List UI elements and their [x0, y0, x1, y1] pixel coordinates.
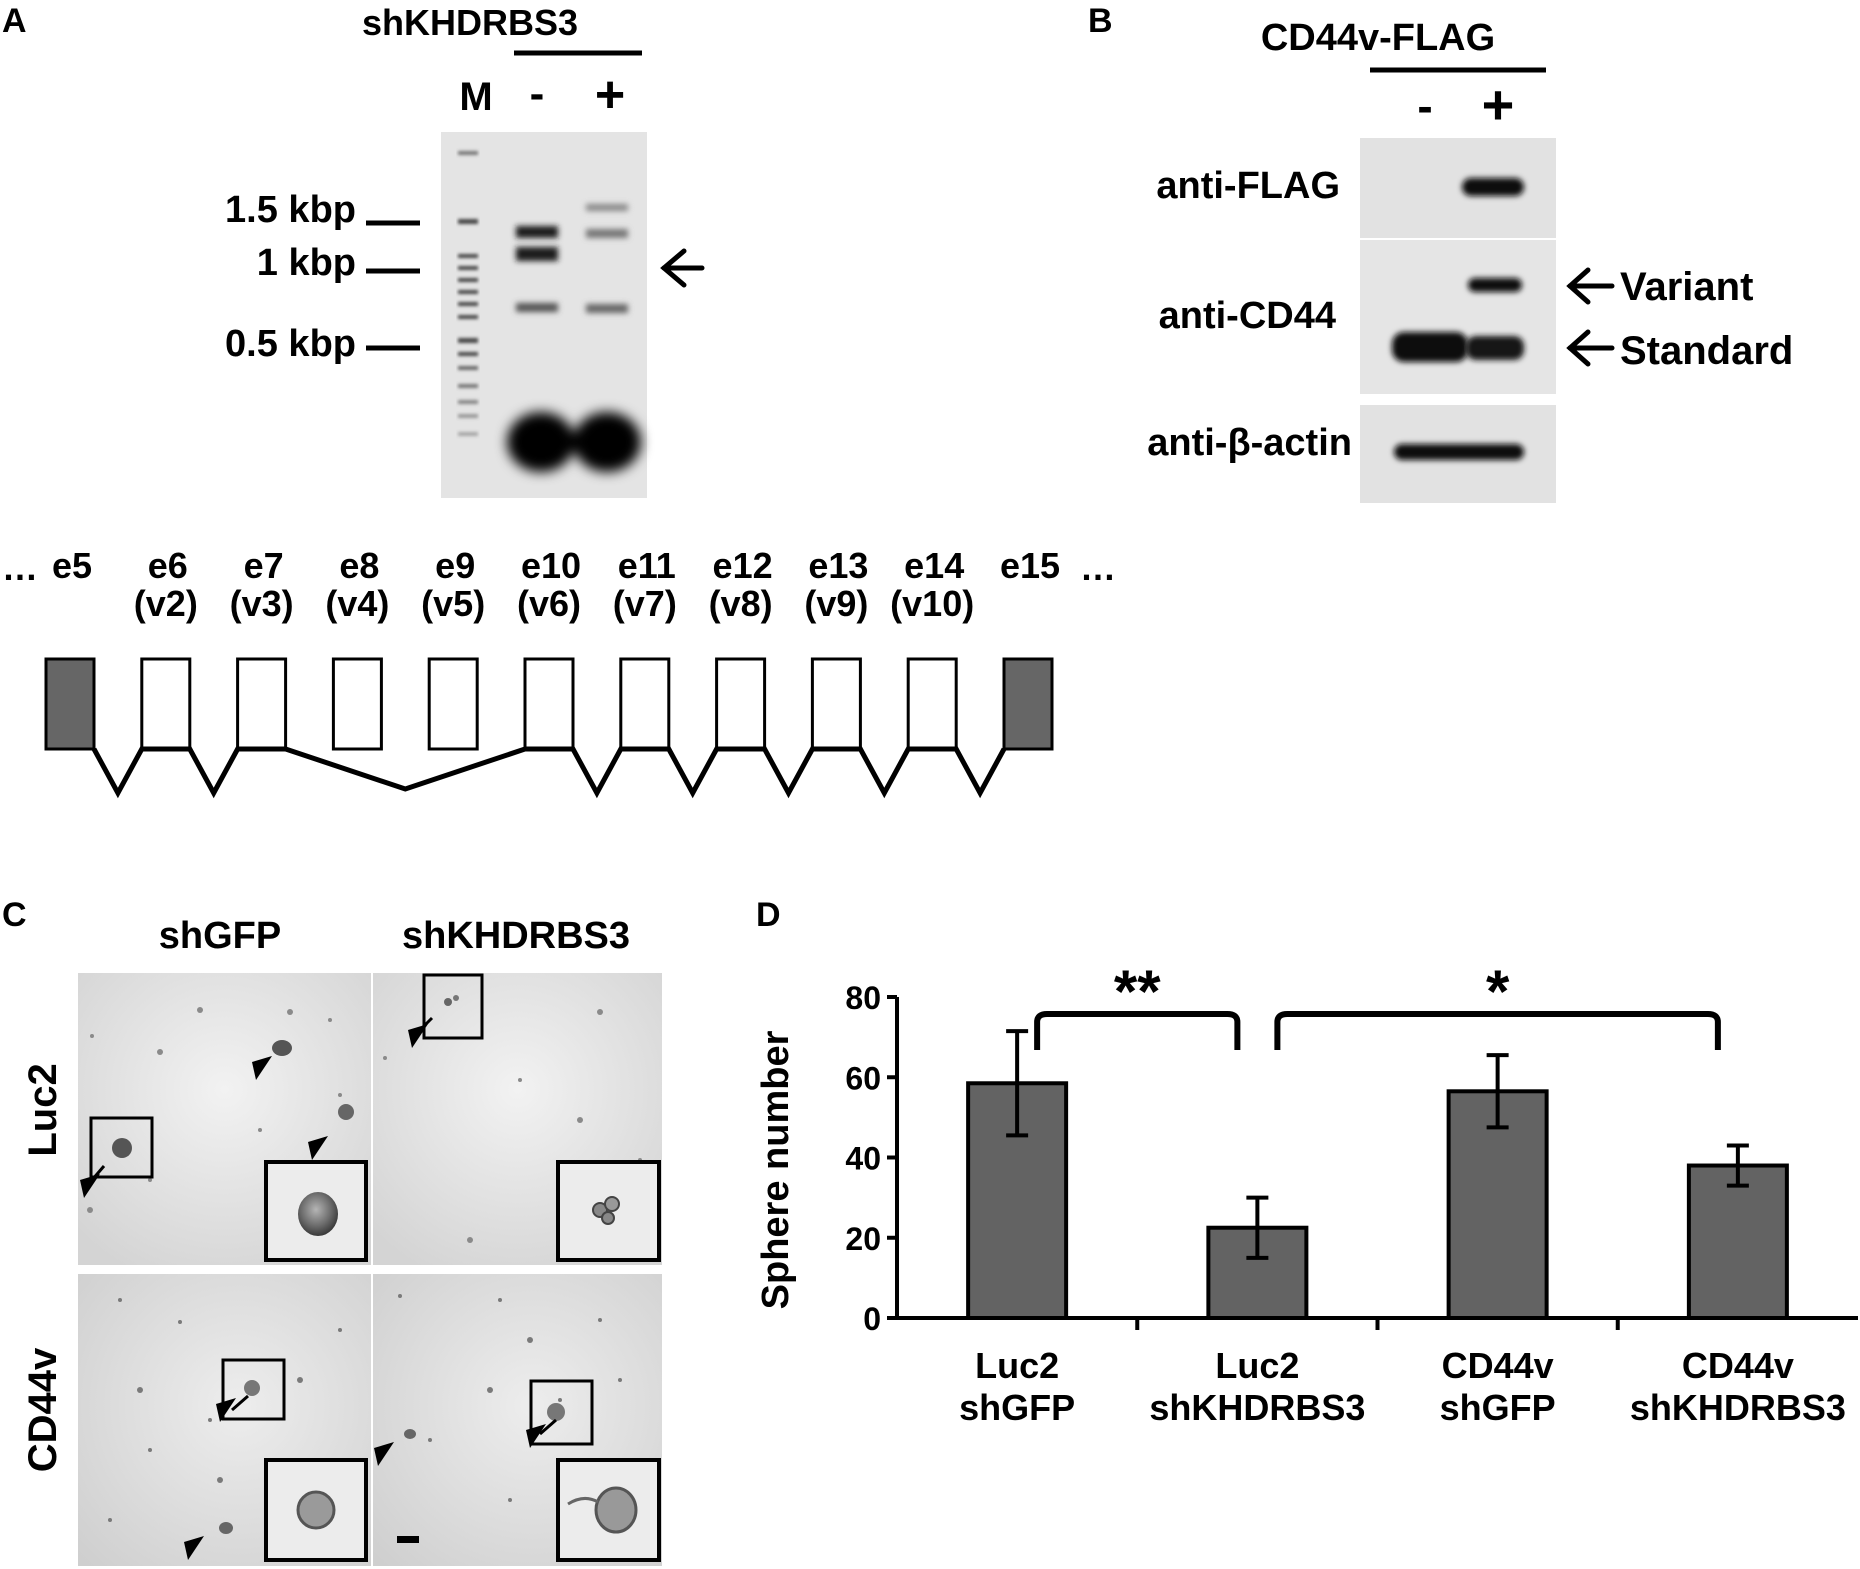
y-tick-label-0: 0 [863, 1301, 881, 1337]
y-tick-label-20: 20 [845, 1221, 881, 1257]
splice-junction-line [91, 746, 1007, 799]
exon-box-e15 [1002, 657, 1054, 751]
row-label-cd44v: CD44v [21, 1347, 65, 1472]
y-tick-label-80: 80 [845, 980, 881, 1016]
exon-box-e12 [715, 657, 767, 751]
panel-d: D Sphere number 020406080Luc2shGFPLuc2sh… [755, 896, 1858, 1428]
y-tick-label-40: 40 [845, 1141, 881, 1177]
category-label-3-0: CD44v [1682, 1345, 1794, 1386]
row-label-luc2: Luc2 [21, 1063, 65, 1156]
exon-variant-label-e8: (v4) [325, 583, 389, 624]
exon-variant-label-e10: (v6) [517, 583, 581, 624]
exon-map: … … e5 e6(v2) e7(v3) e8(v4) e9(v5) e10(v6) e11… [2, 545, 1116, 799]
exon-variant-label-e14: (v10) [890, 583, 974, 624]
panel-a-header: shKHDRBS3 [362, 2, 578, 43]
significance-bracket-0 [1034, 1011, 1241, 1050]
exon-box-e11 [619, 657, 671, 751]
category-label-1-1: shKHDRBS3 [1149, 1387, 1365, 1428]
exon-variant-label-e6: (v2) [134, 583, 198, 624]
panel-d-letter: D [756, 896, 781, 934]
exon-label-e7: e7 [244, 545, 284, 586]
micrograph-luc2-shgfp [78, 973, 371, 1265]
category-label-1-0: Luc2 [1215, 1345, 1299, 1386]
western-blot-anti-beta-actin [1360, 405, 1556, 503]
exon-variant-label-e11: (v7) [613, 583, 677, 624]
lane-label-plus: + [595, 66, 625, 124]
micrograph-luc2-shkhdrbs3 [373, 973, 662, 1265]
exon-label-e8: e8 [339, 545, 379, 586]
exon-box-e9 [427, 657, 479, 751]
exon-box-e7 [236, 657, 288, 751]
size-marker-1-5kbp: 1.5 kbp [225, 189, 356, 231]
micrograph-cd44v-shkhdrbs3 [373, 1274, 662, 1566]
western-blot-anti-cd44 [1360, 240, 1556, 394]
exon-label-e6: e6 [148, 545, 188, 586]
exon-label-e15: e15 [1000, 545, 1060, 586]
panel-b: B CD44v-FLAG - + anti-FLAG anti-CD44 ant… [1088, 2, 1793, 503]
micrograph-cd44v-shgfp [78, 1274, 371, 1566]
category-label-2-0: CD44v [1442, 1345, 1554, 1386]
panel-a: A shKHDRBS3 M - + 1.5 kbp 1 kbp 0.5 kbp [2, 2, 705, 498]
category-label-2-1: shGFP [1440, 1387, 1556, 1428]
exon-variant-label-e9: (v5) [421, 583, 485, 624]
lane-label-minus-b: - [1417, 80, 1432, 132]
bar-3 [1686, 1163, 1789, 1321]
column-label-shkhdrbs3: shKHDRBS3 [402, 915, 630, 957]
category-label-0-0: Luc2 [975, 1345, 1059, 1386]
western-blot-anti-flag [1360, 138, 1556, 238]
size-marker-0-5kbp: 0.5 kbp [225, 323, 356, 365]
blot-label-anti-beta-actin: anti-β-actin [1147, 422, 1352, 464]
exon-label-e5: e5 [52, 545, 92, 586]
category-label-0-1: shGFP [959, 1387, 1075, 1428]
exon-label-e10: e10 [521, 545, 581, 586]
panel-a-letter: A [2, 2, 27, 40]
y-axis-label: Sphere number [755, 1030, 797, 1309]
exon-box-e5 [44, 657, 96, 751]
exon-variant-label-e7: (v3) [230, 583, 294, 624]
lane-label-plus-b: + [1482, 73, 1515, 136]
blot-label-anti-flag: anti-FLAG [1156, 165, 1340, 207]
standard-arrow-icon [1566, 329, 1615, 367]
panel-c-letter: C [2, 896, 27, 934]
category-label-3-1: shKHDRBS3 [1630, 1387, 1846, 1428]
y-tick-label-60: 60 [845, 1060, 881, 1096]
agarose-gel-image [441, 132, 647, 498]
panel-b-letter: B [1088, 2, 1113, 40]
scale-bar [397, 1536, 419, 1543]
exon-box-e10 [523, 657, 575, 751]
exon-box-e13 [810, 657, 862, 751]
panel-c: C shGFP shKHDRBS3 Luc2 CD44v [2, 896, 662, 1566]
significance-label-0: ** [1114, 958, 1161, 1025]
exon-box-e14 [906, 657, 958, 751]
band-label-standard: Standard [1620, 329, 1793, 373]
exon-variant-label-e13: (v9) [804, 583, 868, 624]
exon-label-e11: e11 [618, 545, 676, 586]
significance-bracket-1 [1274, 1011, 1721, 1050]
panel-b-header: CD44v-FLAG [1261, 17, 1495, 59]
bar-2 [1446, 1089, 1549, 1320]
exon-box-e8 [331, 657, 383, 751]
sphere-number-bar-chart: 020406080Luc2shGFPLuc2shKHDRBS3CD44vshGF… [845, 958, 1858, 1428]
variant-arrow-icon [1566, 267, 1615, 305]
exon-map-ellipsis-left: … [2, 547, 38, 588]
exon-map-ellipsis-right: … [1080, 547, 1116, 588]
band-arrow-icon [660, 248, 705, 288]
exon-box-e6 [140, 657, 192, 751]
blot-label-anti-cd44: anti-CD44 [1159, 295, 1336, 337]
lane-label-minus: - [530, 69, 545, 118]
column-label-shgfp: shGFP [159, 915, 281, 957]
exon-label-e9: e9 [435, 545, 475, 586]
significance-label-1: * [1486, 958, 1510, 1025]
exon-label-e13: e13 [808, 545, 868, 586]
lane-label-marker: M [459, 75, 492, 119]
exon-label-e14: e14 [904, 545, 964, 586]
band-label-variant: Variant [1620, 265, 1753, 309]
size-marker-1kbp: 1 kbp [257, 242, 356, 284]
exon-label-e12: e12 [713, 545, 773, 586]
exon-variant-label-e12: (v8) [709, 583, 773, 624]
